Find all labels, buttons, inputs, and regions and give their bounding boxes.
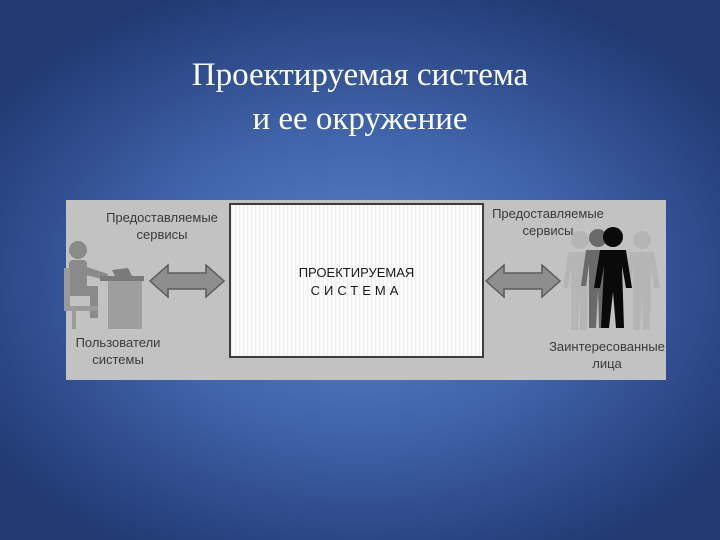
left-services-caption: Предоставляемые сервисы [92, 209, 232, 243]
left-services-line-1: Предоставляемые [106, 210, 218, 225]
right-services-line-1: Предоставляемые [492, 206, 604, 221]
stakeholders-line-1: Заинтересованные [549, 339, 665, 354]
slide-title-line-2: и ее окружение [252, 101, 468, 137]
left-double-arrow-icon [148, 263, 226, 299]
right-services-line-2: сервисы [522, 223, 574, 238]
users-line-1: Пользователи [75, 335, 161, 350]
stakeholders-caption: Заинтересованные лица [532, 338, 682, 372]
users-line-2: системы [92, 352, 144, 367]
designed-system-box: ПРОЕКТИРУЕМАЯ СИСТЕМА [229, 203, 484, 358]
stakeholders-line-2: лица [592, 356, 622, 371]
system-box-title: ПРОЕКТИРУЕМАЯ [298, 265, 415, 280]
left-services-line-2: сервисы [136, 227, 188, 242]
right-services-caption: Предоставляемые сервисы [478, 205, 618, 239]
stakeholders-group-icon [563, 227, 660, 330]
right-double-arrow-icon [484, 263, 562, 299]
user-at-computer-icon [64, 241, 144, 329]
slide-title-line-1: Проектируемая система [191, 57, 529, 93]
system-box-subtitle: СИСТЕМА [310, 283, 403, 298]
system-users-caption: Пользователи системы [58, 334, 178, 368]
